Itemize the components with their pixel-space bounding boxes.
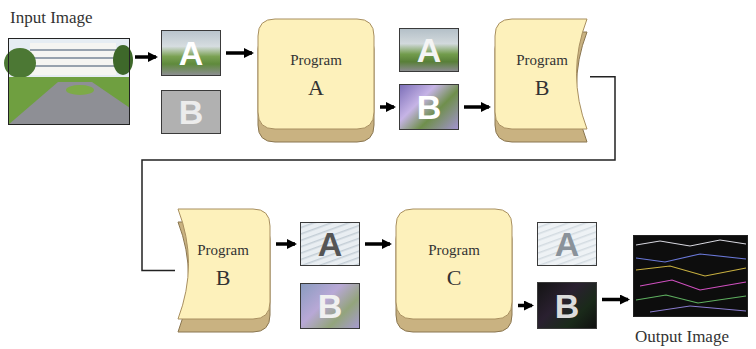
program-face xyxy=(178,209,270,319)
program-letter: B xyxy=(535,75,550,101)
thumbnail-letter: A xyxy=(417,33,442,67)
flow-arrow xyxy=(365,242,390,246)
output-image: Output Image xyxy=(633,235,748,317)
thumbnail-letter: B xyxy=(318,289,343,323)
program-label: Program xyxy=(197,241,249,259)
program-face xyxy=(396,209,512,319)
thumbnail-letter: A xyxy=(179,36,204,70)
flow-arrow xyxy=(276,242,295,246)
image-label: Input Image xyxy=(10,8,93,28)
flow-arrow xyxy=(135,55,156,59)
output-streak xyxy=(650,306,746,312)
flow-arrow xyxy=(380,105,394,109)
thumbnail-letter: A xyxy=(318,227,343,261)
thumbnail-letter: A xyxy=(555,227,580,261)
output-streak xyxy=(636,240,746,246)
output-streak xyxy=(636,266,746,276)
photo-building xyxy=(30,43,116,75)
thumbnail-letter: B xyxy=(417,90,442,124)
image-thumbnail: B xyxy=(399,84,459,130)
photo-path xyxy=(8,82,130,125)
program-letter: B xyxy=(216,265,231,291)
photo-window-row xyxy=(30,65,116,67)
flow-arrow xyxy=(464,105,489,109)
program-box: ProgramA xyxy=(257,18,375,143)
thumbnail-letter: B xyxy=(179,95,204,129)
thumbnail-letter: B xyxy=(555,289,580,323)
image-thumbnail: B xyxy=(537,282,597,329)
flow-arrow xyxy=(226,51,252,55)
image-thumbnail: A xyxy=(537,222,597,266)
output-streak xyxy=(636,295,746,303)
program-box: ProgramB xyxy=(494,18,590,143)
output-ground xyxy=(633,235,748,317)
image-thumbnail: B xyxy=(300,283,360,329)
image-thumbnail: A xyxy=(399,28,459,72)
photo-lawn-patch xyxy=(66,85,94,95)
output-streak xyxy=(640,280,746,290)
image-thumbnail: B xyxy=(161,90,221,134)
image-thumbnail: A xyxy=(300,222,360,266)
program-box: ProgramC xyxy=(395,208,513,333)
output-streak xyxy=(636,254,746,262)
photo-window-row xyxy=(30,57,116,59)
image-thumbnail: A xyxy=(161,30,221,76)
program-face xyxy=(258,19,374,129)
output-photo xyxy=(633,235,748,317)
photo-border xyxy=(9,39,130,125)
output-border xyxy=(634,236,748,317)
input-photo xyxy=(4,38,133,125)
flow-arrow xyxy=(602,298,628,302)
program-letter: A xyxy=(308,75,324,101)
program-face xyxy=(495,19,587,129)
image-label: Output Image xyxy=(635,327,729,347)
program-box: ProgramB xyxy=(175,208,271,333)
program-label: Program xyxy=(516,51,568,69)
input-image: Input Image xyxy=(8,38,130,125)
program-label: Program xyxy=(428,241,480,259)
program-letter: C xyxy=(447,265,462,291)
flow-arrow xyxy=(518,304,532,308)
photo-window-row xyxy=(30,49,116,51)
photo-lawn xyxy=(8,77,130,125)
program-label: Program xyxy=(290,51,342,69)
